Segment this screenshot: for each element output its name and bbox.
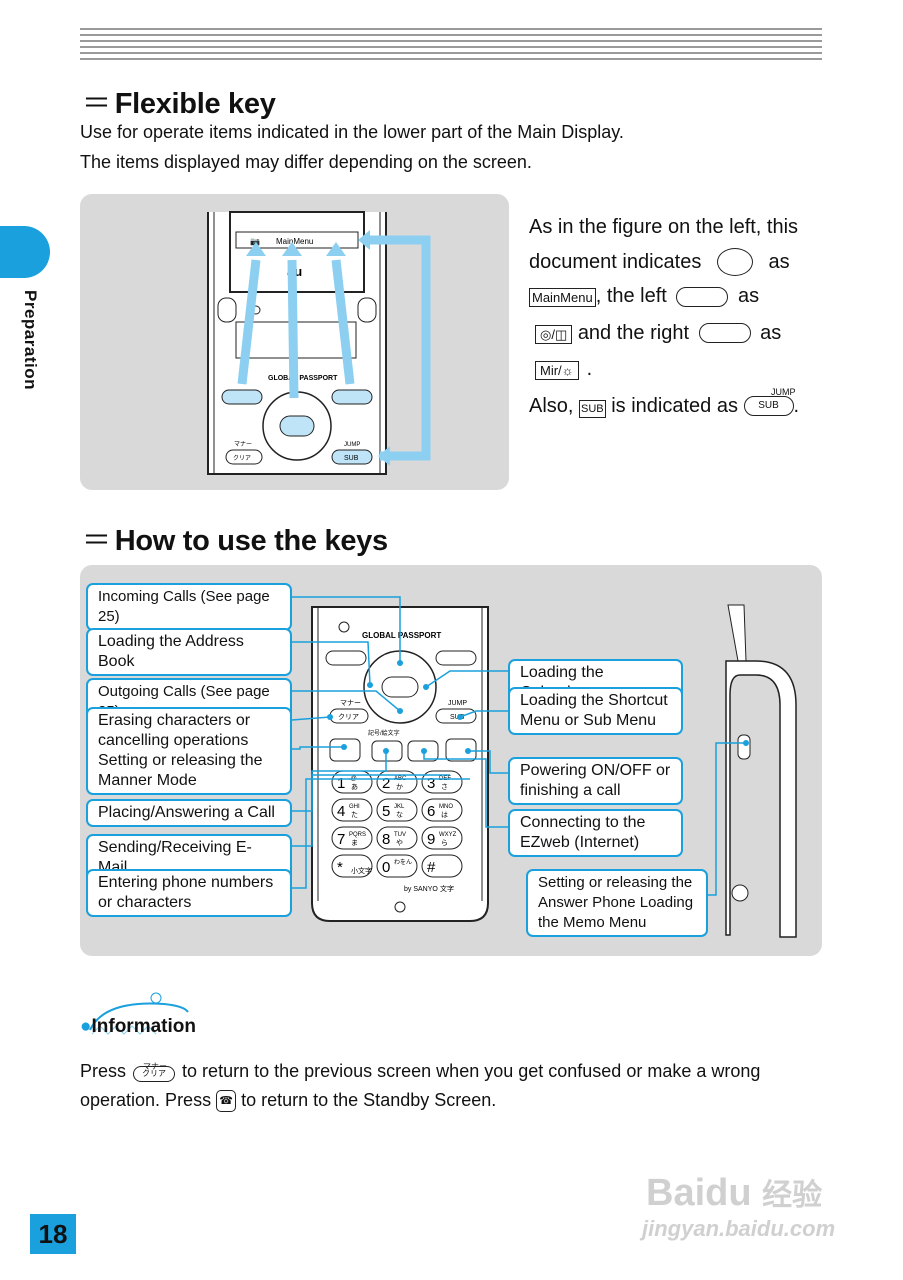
keypad-key-kana: は [441, 811, 448, 819]
flexible-brand: GLOBAL PASSPORT [268, 375, 338, 382]
keypad-key [421, 798, 463, 822]
callout-address-book: Loading the Address Book [86, 628, 292, 676]
sub-jump-key-icon: SUB [743, 396, 794, 417]
keypad-key [376, 826, 418, 850]
mirror-key-icon: Mir/☼ [535, 361, 579, 380]
keypad-key-digit: 4 [337, 803, 345, 820]
keypad-key-digit: 9 [427, 831, 435, 848]
callout-erasing-manner: Erasing characters or cancelling operati… [86, 707, 292, 795]
section-label: Preparation [21, 290, 40, 390]
callout-power: Powering ON/OFF or finishing a call [508, 757, 683, 805]
camera-key-icon: ◎/◫ [535, 324, 573, 344]
page-number: 18 [30, 1214, 76, 1254]
callout-entering-numbers: Entering phone numbers or characters [86, 869, 292, 917]
flexible-key-heading: ＝Flexible key [82, 88, 276, 120]
keypad-key-letters: PQRS [349, 832, 366, 838]
keypad-key-letters: MNO [439, 804, 453, 810]
keypad-key [331, 826, 373, 850]
howto-heading: ＝How to use the keys [82, 525, 388, 557]
svg-text:by SANYO: by SANYO [404, 886, 438, 893]
keypad-key-digit: 3 [427, 775, 435, 792]
svg-text:文字: 文字 [440, 884, 454, 893]
callout-placing-call: Placing/Answering a Call [86, 799, 292, 827]
keypad-key [421, 770, 463, 794]
section-tab [0, 226, 50, 278]
svg-text:JUMP: JUMP [344, 442, 360, 448]
keypad-key-digit: 5 [382, 803, 390, 820]
keypad-key-digit: * [337, 859, 343, 876]
keypad-key [331, 854, 373, 878]
keypad-key-digit: 0 [382, 859, 390, 876]
callout-incoming-calls: Incoming Calls (See page 25) [86, 583, 292, 631]
clear-key-icon: マナー クリア [131, 1062, 177, 1083]
howto-phone-figure: GLOBAL PASSPORT マナー クリア JUMP SUB 記号/絵文字 … [291, 596, 797, 938]
callout-shortcut-menu: Loading the Shortcut Menu or Sub Menu [508, 687, 683, 735]
information-heading: ●Information [80, 1016, 196, 1037]
information-line-1: Press マナー クリア to return to the previous … [80, 1061, 761, 1083]
svg-text:クリア: クリア [233, 455, 251, 462]
keypad-key-kana: 小文字 [351, 866, 372, 875]
keypad-key-digit: 1 [337, 775, 345, 792]
keypad-key-kana: か [396, 783, 403, 791]
svg-text:クリア: クリア [338, 713, 359, 721]
right-softkey-icon [698, 323, 751, 344]
keypad-key [421, 854, 463, 878]
flexible-line-2: The items displayed may differ depending… [80, 152, 532, 172]
sub-key-icon: SUB [579, 399, 606, 418]
svg-text:SUB: SUB [344, 455, 359, 462]
flexible-softkey-label: MainMenu [276, 237, 313, 246]
keypad-key-letters: GHI [349, 804, 360, 810]
callout-ezweb: Connecting to the EZweb (Internet) [508, 809, 683, 857]
keypad-key-digit: 2 [382, 775, 390, 792]
dpad-key-icon [716, 248, 753, 277]
svg-text:マナー: マナー [234, 441, 252, 448]
svg-text:📷: 📷 [250, 237, 260, 246]
header-stripes [80, 28, 822, 64]
watermark-logo: Baidu 经验 [646, 1172, 823, 1214]
svg-text:JUMP: JUMP [448, 700, 467, 707]
keypad-key [331, 798, 373, 822]
flexible-figure-panel: 📷 MainMenu au GLOBAL PASSPORT マナー クリア JU… [80, 194, 509, 490]
svg-text:マナー: マナー [340, 699, 361, 707]
left-softkey-icon [676, 286, 729, 307]
flexible-line-1: Use for operate items indicated in the l… [80, 122, 624, 142]
keypad-key [421, 826, 463, 850]
keypad-key-letters: わをん [394, 859, 412, 866]
keypad-key-kana: あ [351, 783, 358, 791]
keypad-key-kana: や [396, 839, 403, 847]
keypad-key-letters: JKL [394, 804, 405, 810]
information-swoosh-icon [89, 992, 189, 1035]
keypad-key-kana: な [396, 811, 403, 819]
keypad-key [376, 798, 418, 822]
svg-text:記号/絵文字: 記号/絵文字 [368, 729, 400, 737]
keypad-key-kana: た [351, 811, 358, 819]
keypad-key-kana: ま [351, 839, 358, 847]
flexible-description: As in the figure on the left, this docum… [529, 216, 800, 418]
keypad-key-digit: # [427, 859, 436, 876]
power-key-icon: ☎ [216, 1090, 237, 1113]
keypad-key-digit: 6 [427, 803, 435, 820]
howto-brand: GLOBAL PASSPORT [362, 631, 441, 640]
keypad-key-letters: WXYZ [439, 832, 457, 838]
mainmenu-key-icon: MainMenu [529, 288, 596, 307]
keypad-key-digit: 7 [337, 831, 345, 848]
flexible-phone-figure: 📷 MainMenu au GLOBAL PASSPORT マナー クリア JU… [207, 211, 431, 475]
howto-figure-panel: GLOBAL PASSPORT マナー クリア JUMP SUB 記号/絵文字 … [80, 565, 822, 956]
callout-answer-phone: Setting or releasing the Answer Phone Lo… [526, 869, 708, 937]
keypad-key-kana: ら [441, 839, 448, 847]
keypad-key-digit: 8 [382, 831, 390, 848]
keypad-key [376, 770, 418, 794]
information-line-2: operation. Press ☎ to return to the Stan… [80, 1085, 496, 1115]
keypad-key [376, 854, 418, 878]
keypad-key-letters: TUV [394, 832, 406, 838]
keypad-key-kana: さ [441, 783, 448, 791]
watermark-url: jingyan.baidu.com [642, 1216, 836, 1241]
